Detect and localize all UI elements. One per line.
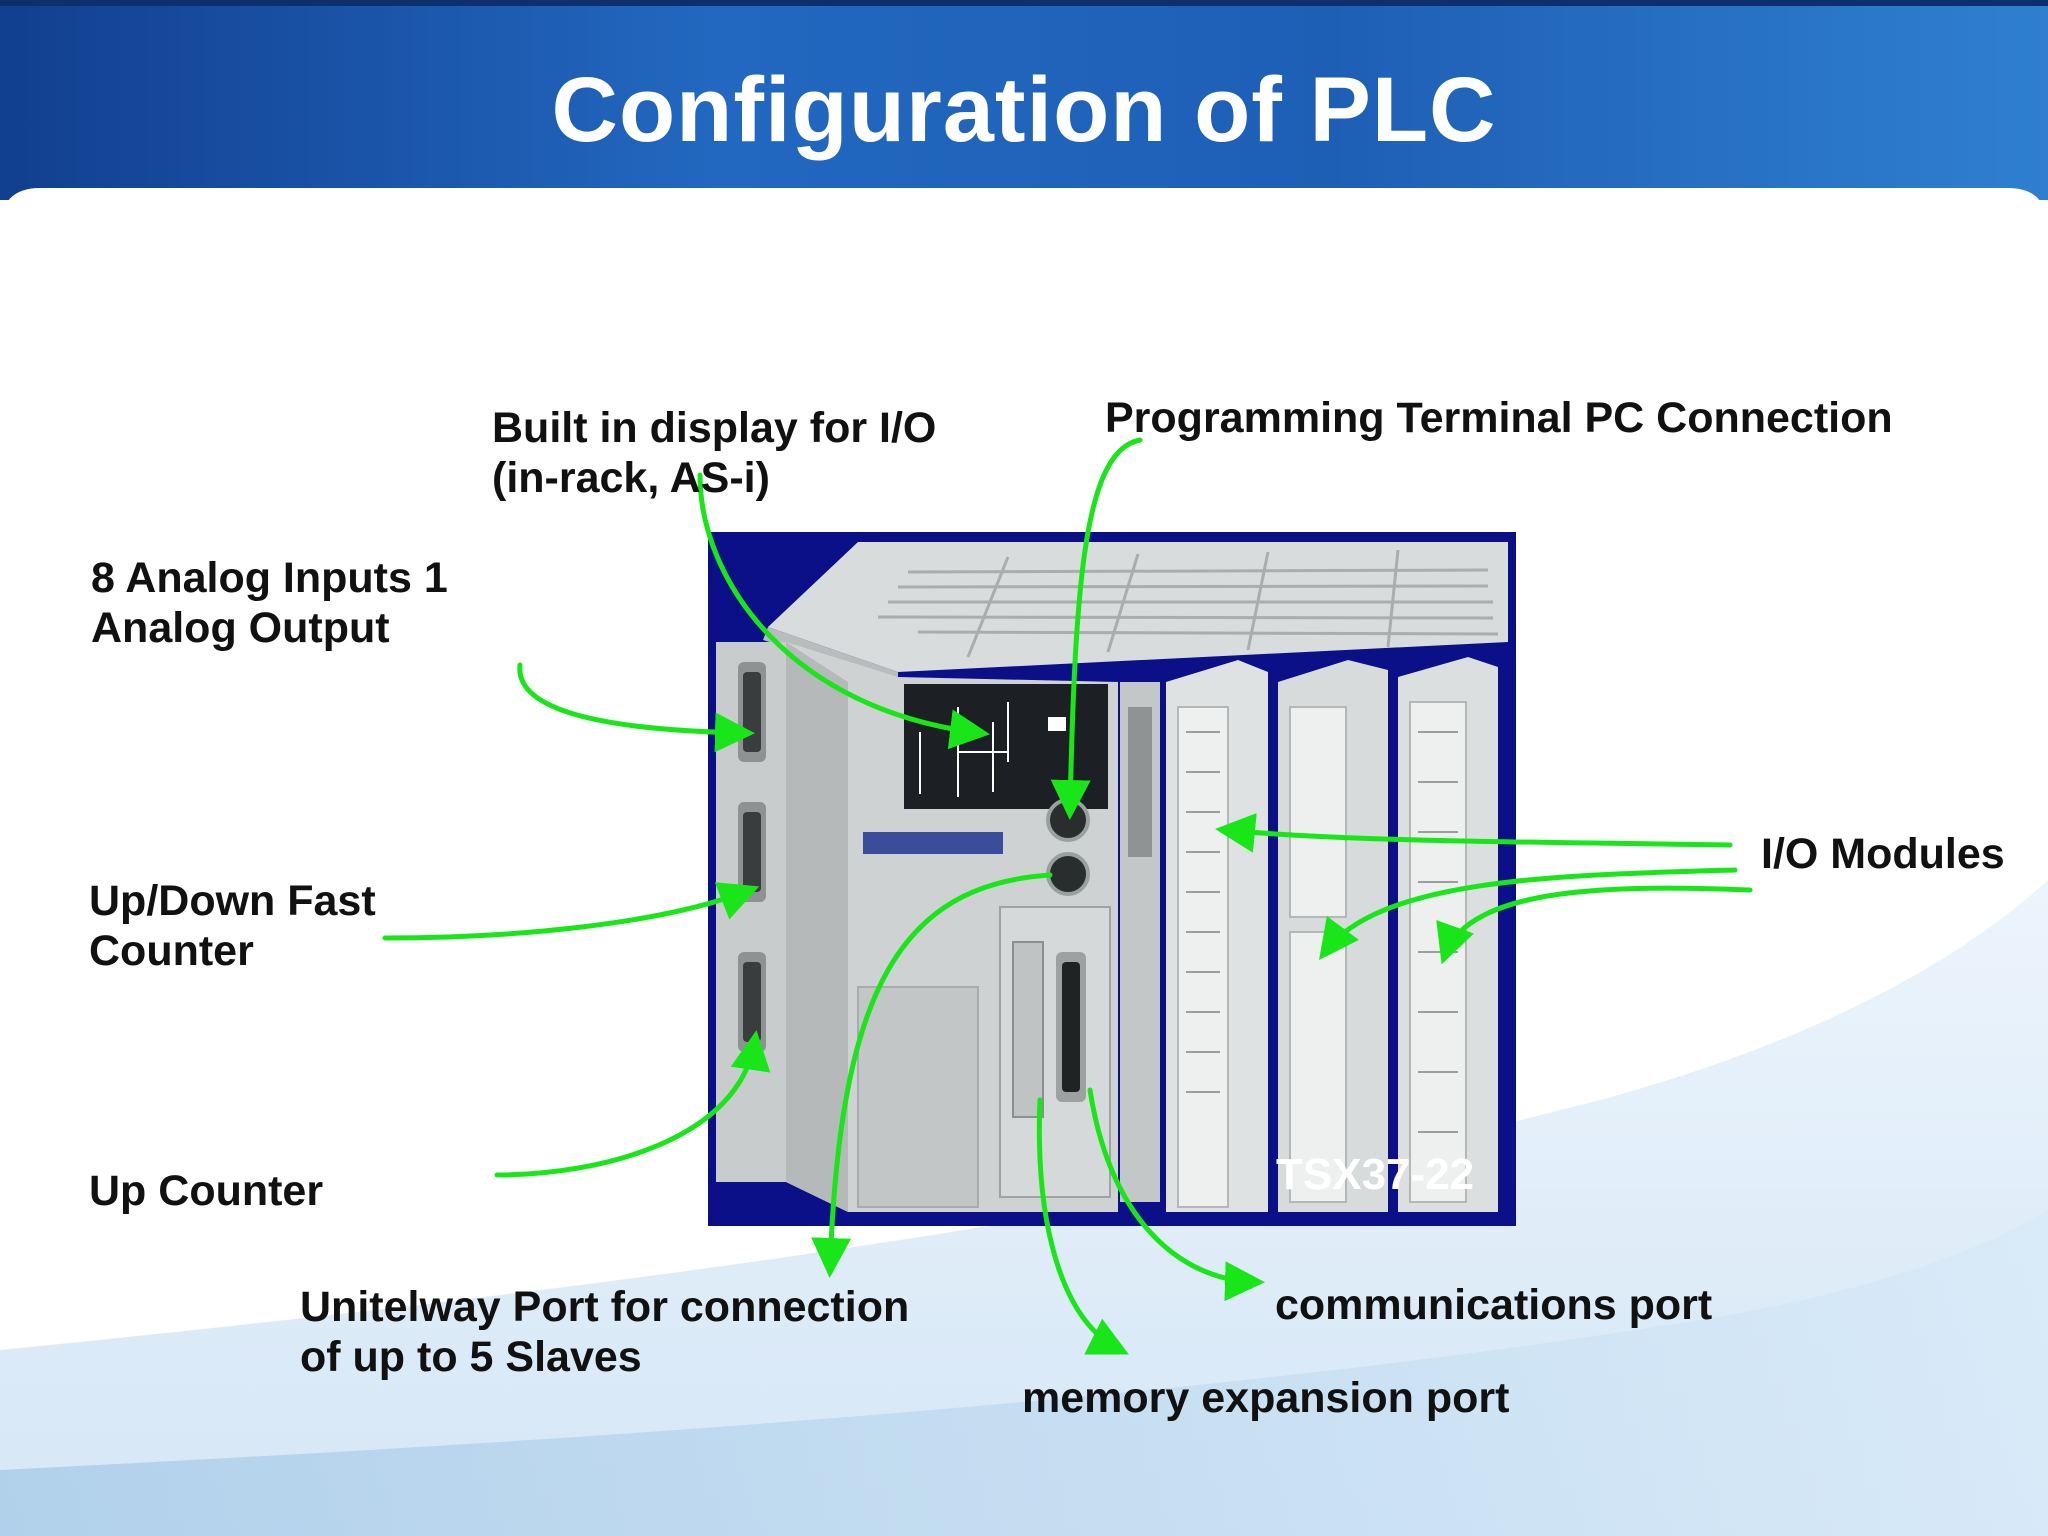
label-up-counter: Up Counter (89, 1167, 324, 1215)
label-up-down-counter: Up/Down Fast Counter (89, 877, 376, 975)
plc-image (708, 532, 1516, 1226)
label-communications-port: communications port (1275, 1281, 1713, 1329)
label-memory-expansion-port: memory expansion port (1022, 1374, 1510, 1422)
label-analog-io: 8 Analog Inputs 1 Analog Output (91, 554, 448, 652)
bottom-wave-dark (0, 1210, 2048, 1536)
label-built-in-display: Built in display for I/O (in-rack, AS-i) (492, 404, 937, 502)
label-io-modules: I/O Modules (1761, 830, 2005, 878)
plc-model-label: TSX37-22 (1276, 1150, 1475, 1199)
header-band (0, 0, 2048, 200)
label-programming-terminal: Programming Terminal PC Connection (1105, 394, 1893, 442)
label-unitelway-port: Unitelway Port for connection of up to 5… (300, 1283, 910, 1381)
page-title: Configuration of PLC (551, 59, 1497, 161)
